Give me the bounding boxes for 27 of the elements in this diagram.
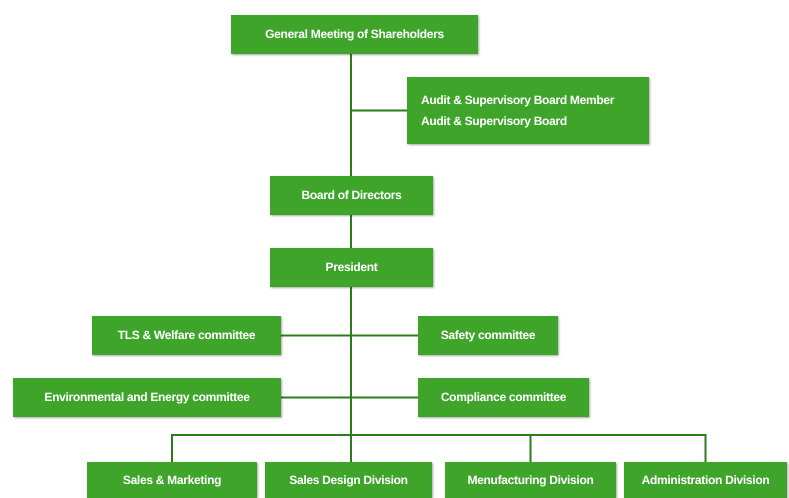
org-box <box>418 316 558 355</box>
box-label: TLS & Welfare committee <box>118 327 256 344</box>
org-box <box>407 77 649 144</box>
box-label: Sales Design Division <box>289 472 408 488</box>
connector-line <box>350 215 352 248</box>
org-box <box>265 462 432 498</box>
box-label: Sales & Marketing <box>122 472 222 488</box>
box-label: Safety committee <box>440 327 536 344</box>
box-label: Menufacturing Division <box>467 472 594 488</box>
box-label: Compliance committee <box>440 389 566 406</box>
box-label: Audit & Supervisory Board <box>421 112 567 130</box>
org-box <box>270 176 433 215</box>
box-label: General Meeting of Shareholders <box>265 26 444 43</box>
box-label: President <box>326 259 378 276</box>
org-box <box>92 316 281 355</box>
org-box <box>418 378 589 417</box>
org-box <box>624 462 787 498</box>
box-label: Audit & Supervisory Board Member <box>421 92 614 108</box>
org-box <box>13 378 281 417</box>
box-label: Environmental and Energy committee <box>44 389 250 406</box>
box-label: Board of Directors <box>302 187 402 204</box>
org-box <box>87 462 257 498</box>
box-label: Administration Division <box>642 472 770 488</box>
org-box <box>231 15 478 54</box>
org-box <box>270 248 433 287</box>
org-box <box>445 462 616 498</box>
connector-line <box>350 54 352 176</box>
